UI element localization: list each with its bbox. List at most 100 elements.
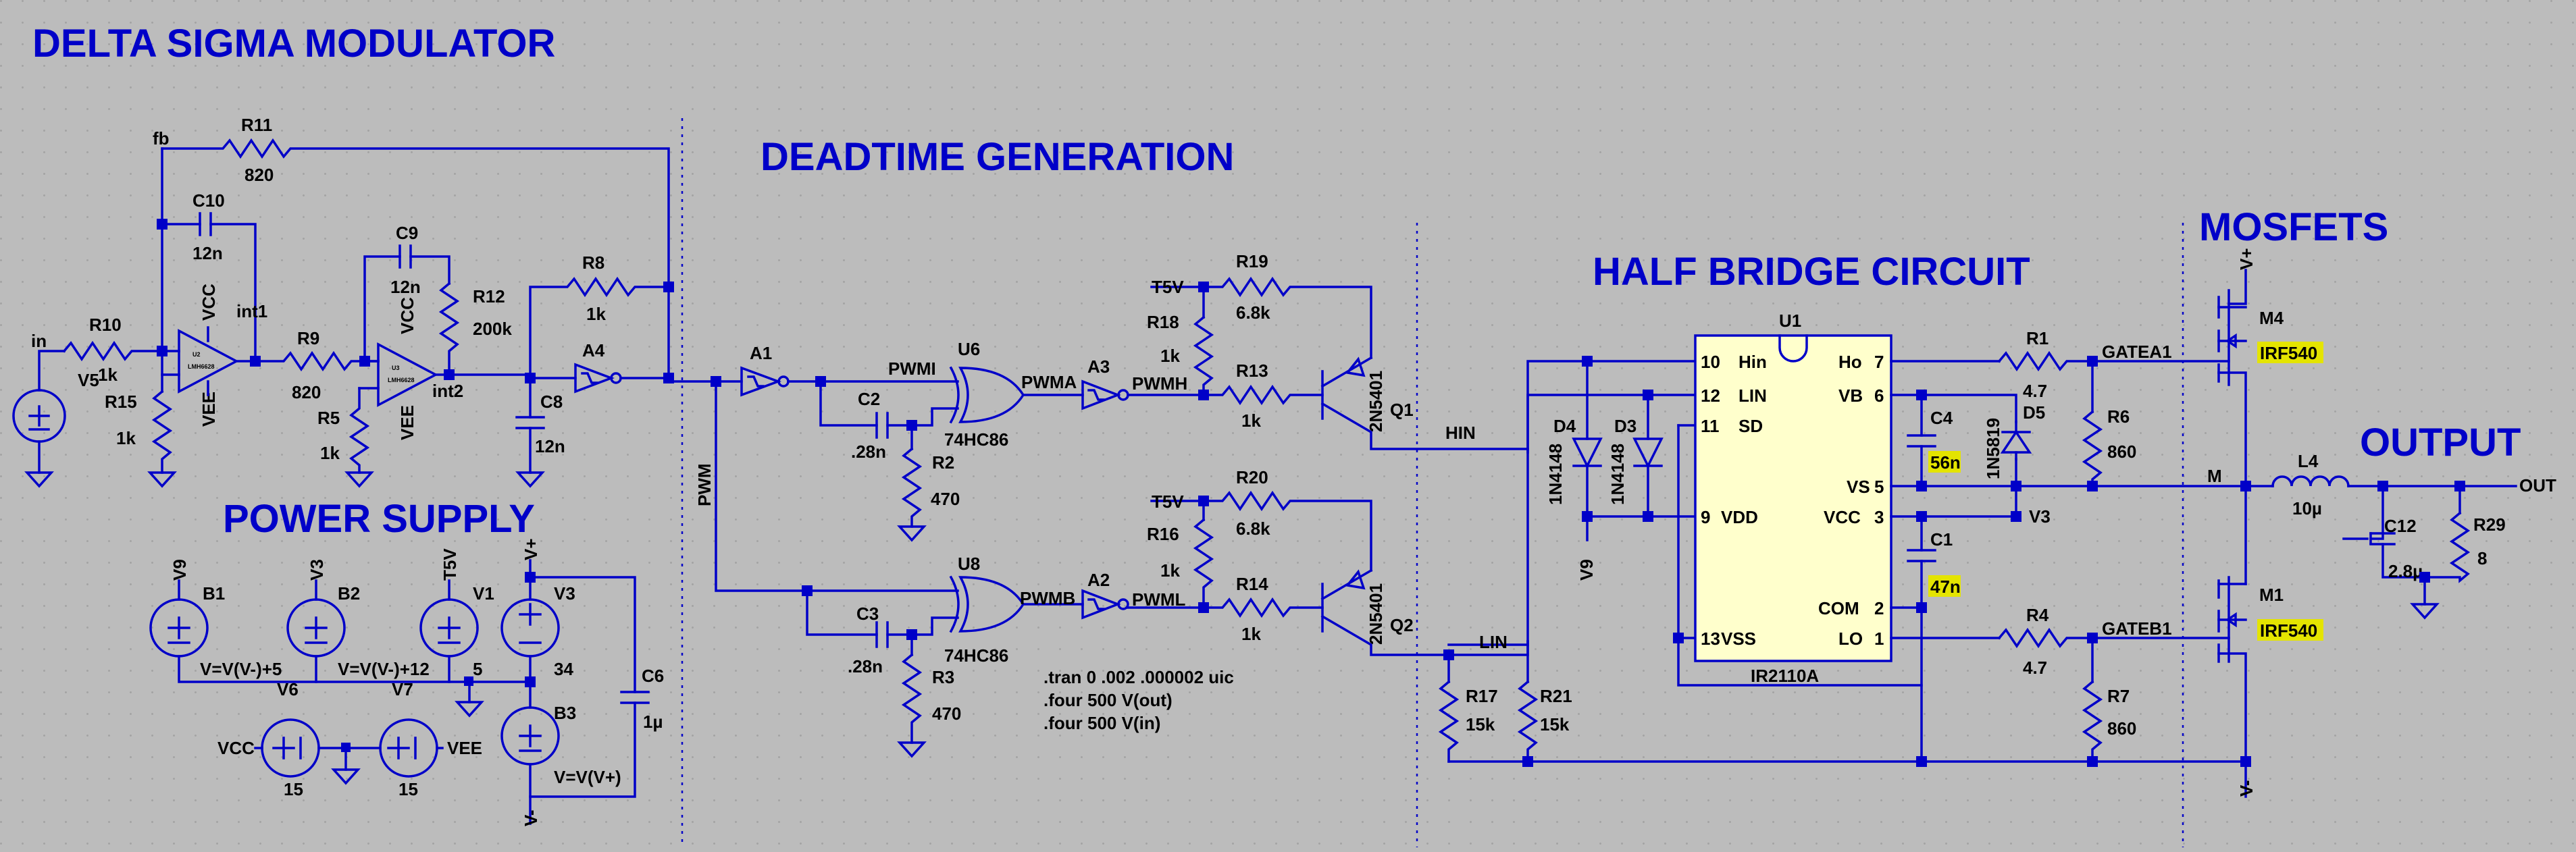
label-components-c9-value: 12n [390, 277, 421, 297]
label-components-v7-value: 15 [398, 779, 418, 799]
label-components-c4-value: 56n [1930, 452, 1961, 473]
label-components-b3-name: B3 [554, 703, 576, 723]
label-components-b3-expr: V=V(V+) [554, 767, 621, 787]
label-nets-u2_vee: VEE [199, 392, 219, 427]
label-nets-pwr_vplus: V+ [521, 538, 541, 560]
label-components-r20-value: 6.8k [1236, 518, 1270, 539]
label-ir2110_pins-lo-num: 1 [1874, 629, 1884, 649]
label-components-c10-name: C10 [192, 190, 225, 211]
label-ir2110_pins-vcc-label: VCC [1824, 507, 1861, 527]
label-components-l4-name: L4 [2298, 451, 2319, 471]
label-components-r5-name: R5 [317, 408, 340, 428]
label-nets-m4_vplus: V+ [2236, 248, 2257, 270]
label-components-c2-value: .28n [851, 442, 886, 462]
label-components-c8-value: 12n [535, 436, 565, 456]
label-components-m4-name: M4 [2259, 308, 2284, 328]
label-components-u2-part: LMH6628 [188, 363, 215, 370]
label-nets-pwmi: PWMI [888, 358, 936, 379]
label-components-d3-name: D3 [1614, 416, 1637, 436]
deadtime-section: PWM A1 PWMI C2 .28n R2 470 U6 74HC86 PWM… [667, 251, 1697, 758]
label-components-c6-value: 1µ [643, 712, 663, 732]
label-components-m1-name: M1 [2259, 585, 2284, 605]
label-components-m1-part: IRF540 [2260, 620, 2317, 641]
title-half-bridge: HALF BRIDGE CIRCUIT [1593, 250, 2030, 294]
label-nets-out: OUT [2519, 475, 2556, 496]
label-nets-t5v_bot: T5V [1152, 491, 1184, 512]
label-components-b2-name: B2 [338, 583, 360, 604]
label-components-v1-name: V1 [473, 583, 494, 604]
svg-text:U2: U2 [192, 351, 201, 358]
label-components-u8-part: 74HC86 [944, 645, 1008, 666]
label-components-r4-name: R4 [2026, 605, 2049, 625]
label-nets-fb: fb [153, 128, 170, 149]
label-components-r13-value: 1k [1241, 410, 1261, 431]
directive-four-out: .four 500 V(out) [1044, 690, 1173, 710]
label-components-r29-value: 8 [2477, 548, 2487, 568]
label-nets-v9: V9 [1576, 559, 1597, 581]
label-components-u8-name: U8 [958, 554, 980, 574]
label-ir2110_pins-vdd-num: 9 [1701, 507, 1710, 527]
label-components-r11-value: 820 [244, 165, 274, 185]
label-components-r29-name: R29 [2473, 514, 2506, 535]
label-components-b1-expr: V=V(V-)+5 [200, 659, 282, 679]
label-components-c1-name: C1 [1930, 529, 1953, 550]
label-components-c12-value: 2.8µ [2388, 561, 2423, 581]
label-ir2110_pins-vb-label: VB [1838, 385, 1863, 406]
mosfets-output-section: V+ M4 IRF540 M1 IRF540 V- M L4 10µ OUT C… [2207, 248, 2556, 798]
label-components-b1-name: B1 [203, 583, 225, 604]
label-components-c12-name: C12 [2384, 516, 2417, 536]
label-components-r16-value: 1k [1160, 560, 1180, 581]
svg-text:U3: U3 [392, 365, 400, 371]
label-components-r6-name: R6 [2107, 406, 2130, 427]
label-ir2110_pins-hin-num: 10 [1701, 352, 1720, 372]
label-nets-lin: LIN [1479, 632, 1508, 652]
label-components-r13-name: R13 [1236, 361, 1268, 381]
label-ir2110_pins-vdd-label: VDD [1721, 507, 1758, 527]
label-ir2110_pins-ho-label: Ho [1838, 352, 1862, 372]
label-nets-int2: int2 [432, 381, 463, 401]
label-components-d5-name: D5 [2023, 402, 2045, 423]
label-nets-hin: HIN [1445, 423, 1476, 443]
label-components-m4-part: IRF540 [2260, 343, 2317, 363]
label-components-u1-part: IR2110A [1751, 666, 1819, 686]
label-components-r10-name: R10 [89, 315, 122, 335]
title-mosfets: MOSFETS [2199, 205, 2388, 249]
label-components-r3-value: 470 [932, 703, 961, 724]
label-components-r20-name: R20 [1236, 467, 1268, 487]
label-components-c3-name: C3 [856, 604, 879, 624]
half-bridge-section: LIN R17 15k R21 15k D4 1N4148 V9 D3 1N41… [1438, 311, 2247, 767]
label-components-r2-name: R2 [932, 452, 954, 473]
label-ir2110_pins-com-num: 2 [1874, 598, 1884, 618]
label-ir2110_pins-vcc-num: 3 [1874, 507, 1884, 527]
label-nets-u3_vcc: VCC [397, 297, 417, 334]
label-components-r8-name: R8 [582, 252, 604, 273]
label-components-a3-name: A3 [1087, 356, 1110, 377]
label-ir2110_pins-hin-label: Hin [1738, 352, 1767, 372]
label-nets-pwmb: PWMB [1020, 588, 1075, 608]
label-nets-pwr_t5v: T5V [440, 548, 460, 581]
label-nets-vee: VEE [447, 738, 482, 758]
label-nets-pwm: PWM [694, 463, 715, 506]
label-components-c4-name: C4 [1930, 408, 1953, 428]
label-components-r21-value: 15k [1540, 714, 1570, 735]
label-ir2110_pins-vb-num: 6 [1874, 385, 1884, 406]
label-components-u6-name: U6 [958, 339, 980, 359]
label-components-r19-value: 6.8k [1236, 302, 1270, 323]
label-nets-gatea1: GATEA1 [2102, 342, 2172, 362]
label-components-r16-name: R16 [1147, 524, 1179, 544]
label-components-u1-name: U1 [1779, 311, 1801, 331]
label-components-c8-name: C8 [540, 392, 563, 412]
label-components-r12-value: 200k [473, 319, 512, 339]
label-components-q2-part: 2N5401 [1366, 583, 1386, 645]
label-components-r5-value: 1k [320, 443, 340, 463]
label-nets-t5v_top: T5V [1152, 277, 1184, 297]
label-components-a4-name: A4 [582, 340, 605, 361]
label-ir2110_pins-vss-label: VSS [1721, 629, 1756, 649]
label-components-c1-value: 47n [1930, 577, 1961, 597]
title-power-supply: POWER SUPPLY [223, 497, 535, 541]
label-components-r19-name: R19 [1236, 251, 1268, 271]
label-components-r6-value: 860 [2107, 442, 2136, 462]
label-components-r11-name: R11 [241, 115, 272, 135]
label-components-r17-name: R17 [1466, 686, 1498, 706]
